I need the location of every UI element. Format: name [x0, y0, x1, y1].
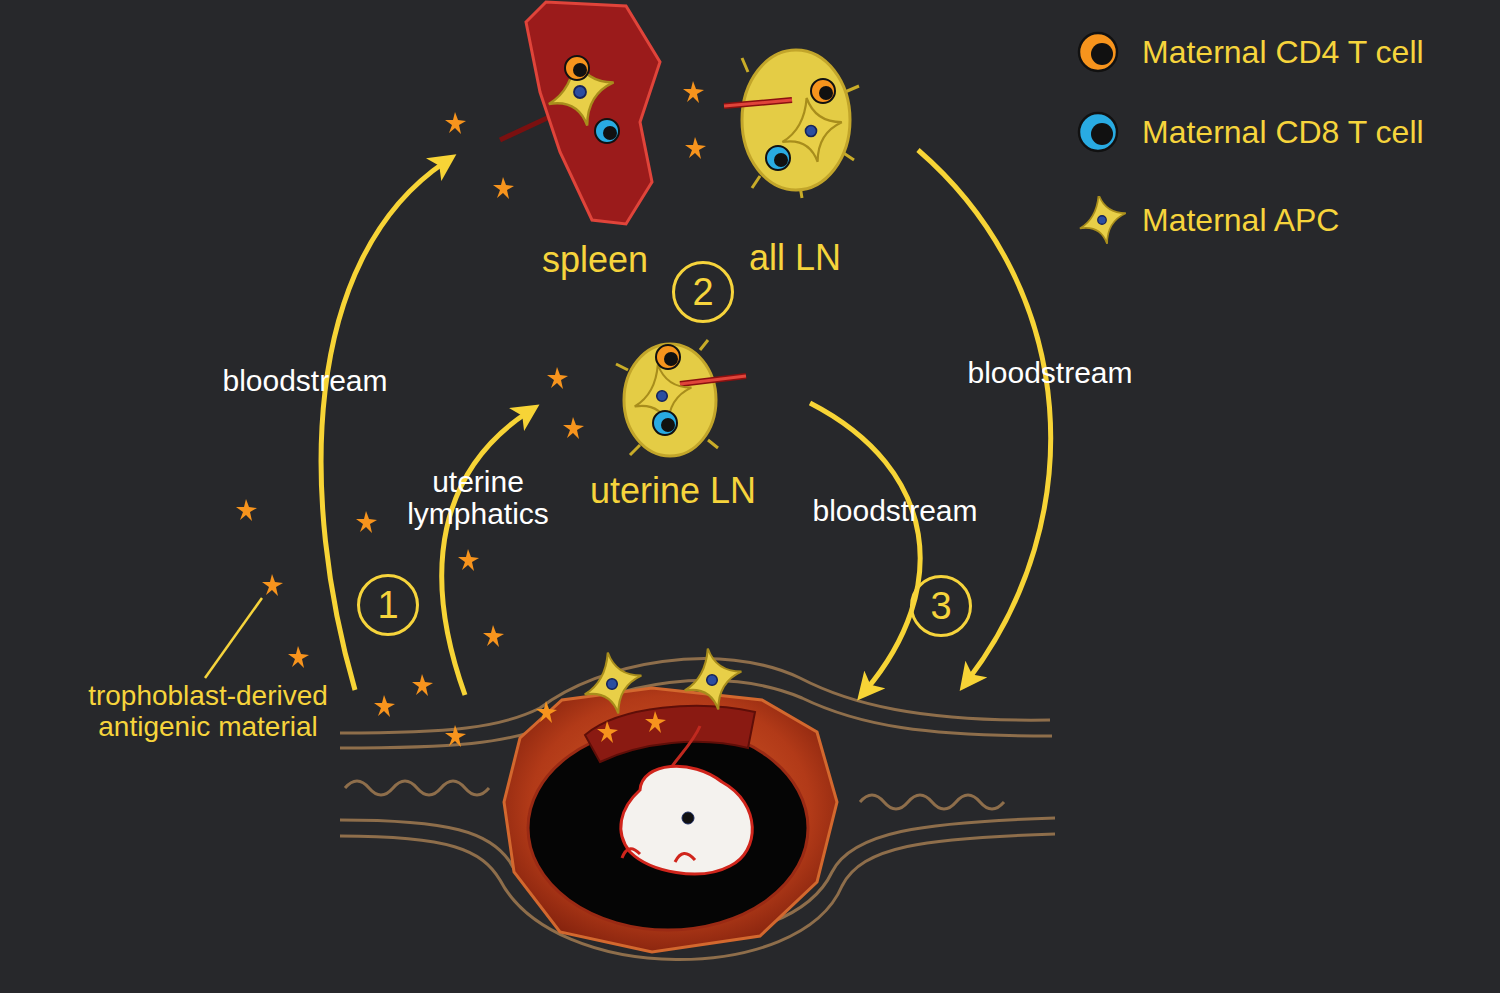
spleen-organ [549, 56, 614, 126]
node-text: 3 [930, 586, 951, 626]
antigen-particles [536, 701, 557, 723]
antigen-particles [563, 417, 584, 439]
antigen-particles [445, 725, 466, 747]
legend-swatch [1074, 28, 1126, 76]
legend-item: Maternal APC [1074, 196, 1339, 244]
node-text: all LN [749, 238, 841, 278]
antigen-particles [458, 549, 479, 571]
gestational-sac [585, 706, 755, 762]
flow-arrow [810, 403, 920, 690]
organ-node: all LN [710, 40, 880, 278]
lymph-node [724, 100, 792, 106]
uterine-wall [860, 795, 1004, 809]
lymph-node [680, 376, 746, 384]
flow-arrow [442, 412, 528, 695]
antigen-particles [645, 711, 666, 733]
lymph-node [742, 50, 850, 190]
spleen-organ [595, 119, 619, 143]
route-label: bloodstream [920, 356, 1180, 390]
cell-swatch [1079, 33, 1117, 71]
cell-swatch [1079, 113, 1117, 151]
gestational-sac [504, 688, 837, 952]
uterine-wall [345, 781, 489, 795]
route-label: bloodstream [175, 364, 435, 398]
gestational-sac [621, 766, 752, 874]
gestational-sac [682, 812, 694, 824]
cell-nucleus [1091, 43, 1113, 65]
gestational-sac [675, 853, 695, 862]
gestational-sac [528, 726, 808, 930]
antigen-particles [288, 646, 309, 668]
illustration [685, 649, 742, 710]
antigen-particles [374, 695, 395, 717]
antigen-particles [412, 674, 433, 696]
antigen-particles [236, 499, 257, 521]
legend-item: Maternal CD8 T cell [1074, 108, 1424, 156]
gestational-sac [622, 849, 640, 858]
legend-text: Maternal APC [1142, 202, 1339, 238]
antigen-particles [597, 721, 618, 743]
legend-item: Maternal CD4 T cell [1074, 28, 1424, 76]
lymph-node [724, 100, 792, 106]
spleen-organ [500, 2, 660, 224]
node-text: spleen [542, 240, 648, 280]
legend-text: Maternal CD4 T cell [1142, 34, 1424, 70]
flow-arrow [321, 162, 445, 690]
antigen-particles [236, 81, 706, 747]
antigen-particles [262, 574, 283, 596]
antigen-particles [683, 81, 704, 103]
flow-arrow [321, 150, 1051, 695]
node-text: uterine LN [590, 471, 756, 511]
spleen-organ [565, 56, 589, 80]
lymph-node [656, 345, 680, 369]
antigen-particles [445, 112, 466, 134]
callout-number: 2 [672, 261, 734, 323]
antigen-particles [685, 137, 706, 159]
annotation-text: trophoblast-derived antigenic material [58, 680, 358, 742]
node-text: 1 [377, 585, 398, 625]
route-label: uterine lymphatics [378, 466, 578, 530]
legend-text: Maternal CD8 T cell [1142, 114, 1424, 150]
uterine-wall [340, 659, 1055, 960]
lymph-node [616, 340, 718, 455]
node-text: 2 [692, 272, 713, 312]
flow-arrow [918, 150, 1051, 680]
gestational-sac [504, 688, 837, 952]
antigen-particles [547, 367, 568, 389]
leader-line [205, 598, 262, 678]
organ-node: uterine LN [578, 330, 768, 511]
lymph-node [782, 98, 841, 162]
apc-swatch [1080, 196, 1126, 244]
lymph-node [680, 376, 746, 384]
lymph-node [653, 411, 677, 435]
antigen-particles [356, 511, 377, 533]
callout-number: 3 [910, 575, 972, 637]
illustration [585, 653, 642, 714]
lymph-node [724, 50, 859, 198]
legend-swatch [1074, 196, 1126, 244]
organ-node: spleen [500, 0, 690, 280]
antigen-particles [483, 625, 504, 647]
spleen-organ [526, 2, 660, 224]
cell-nucleus [1091, 123, 1113, 145]
callout-number: 1 [357, 574, 419, 636]
legend-swatch [1074, 108, 1126, 156]
lymph-node [616, 340, 746, 456]
route-label: bloodstream [765, 494, 1025, 528]
lymph-node [766, 146, 790, 170]
antigen-particles [493, 177, 514, 199]
lymph-node [811, 79, 835, 103]
lymph-node [624, 344, 716, 456]
